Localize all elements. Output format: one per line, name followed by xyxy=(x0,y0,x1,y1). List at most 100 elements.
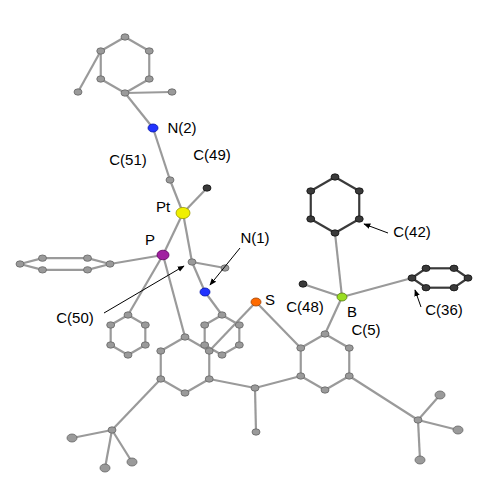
atom-ellipsoid xyxy=(148,124,158,132)
atom-ellipsoid xyxy=(415,456,425,464)
atom-ellipsoid xyxy=(124,312,132,318)
atom-ellipsoid xyxy=(307,216,315,222)
atom-ellipsoid xyxy=(181,390,189,396)
bond xyxy=(78,51,101,92)
atom-label: Pt xyxy=(155,199,171,215)
atom-ellipsoid xyxy=(200,288,210,296)
atom-label: N(1) xyxy=(239,230,270,246)
bond xyxy=(255,376,301,388)
bond xyxy=(100,51,102,79)
atom-ellipsoid xyxy=(141,342,149,348)
atom-label: C(48) xyxy=(285,299,325,315)
atom-ellipsoid xyxy=(145,48,153,54)
atom-ellipsoid xyxy=(218,312,226,318)
bond xyxy=(112,430,132,462)
bond xyxy=(325,297,342,334)
atom-label: C(51) xyxy=(108,152,148,168)
bond xyxy=(358,191,360,219)
atom-label: C(50) xyxy=(55,310,95,326)
atom-ellipsoid xyxy=(355,188,363,194)
atom-ellipsoid xyxy=(145,76,153,82)
atom-ellipsoid xyxy=(235,322,243,328)
atom-ellipsoid xyxy=(201,342,209,348)
atom-ellipsoid xyxy=(39,267,47,273)
atom-ellipsoid xyxy=(107,322,115,328)
atom-ellipsoid xyxy=(345,373,353,379)
atom-ellipsoid xyxy=(121,90,129,96)
leader-arrow xyxy=(364,224,388,233)
bond xyxy=(72,430,112,438)
atom-label: B xyxy=(346,304,358,320)
atom-ellipsoid xyxy=(251,385,259,391)
bond xyxy=(208,351,210,379)
atom-ellipsoid xyxy=(108,427,116,433)
atom-ellipsoid xyxy=(450,265,458,271)
bond xyxy=(303,284,342,297)
atom-ellipsoid xyxy=(205,376,213,382)
atom-ellipsoid xyxy=(100,464,110,472)
atom-ellipsoid xyxy=(297,373,305,379)
atom-ellipsoid xyxy=(464,275,472,281)
bond xyxy=(192,262,225,268)
atom-ellipsoid xyxy=(121,34,129,40)
bond xyxy=(43,257,88,259)
atom-ellipsoid xyxy=(97,76,105,82)
atom-ellipsoid xyxy=(205,348,213,354)
leader-arrow xyxy=(415,290,421,307)
atom-ellipsoid xyxy=(331,230,339,236)
atom-ellipsoid xyxy=(345,345,353,351)
atom-ellipsoid xyxy=(157,348,165,354)
atom-ellipsoid xyxy=(39,255,47,261)
atom-label: N(2) xyxy=(166,120,197,136)
atom-ellipsoid xyxy=(235,342,243,348)
atom-ellipsoid xyxy=(331,174,339,180)
atom-ellipsoid xyxy=(74,89,82,95)
atom-ellipsoid xyxy=(218,352,226,358)
bond xyxy=(148,51,150,79)
atom-ellipsoid xyxy=(201,322,209,328)
bond xyxy=(163,213,183,255)
bond xyxy=(335,233,342,297)
atom-ellipsoid xyxy=(450,284,458,290)
atom-ellipsoid xyxy=(337,293,347,301)
atom-ellipsoid xyxy=(203,185,211,191)
atom-ellipsoid xyxy=(127,458,137,466)
bond xyxy=(110,255,163,264)
bond xyxy=(160,351,162,379)
atom-ellipsoid xyxy=(435,391,445,399)
atom-ellipsoid xyxy=(414,417,422,423)
atom-ellipsoid xyxy=(321,387,329,393)
atom-ellipsoid xyxy=(299,281,307,287)
atom-ellipsoid xyxy=(453,426,463,434)
bond xyxy=(418,420,458,430)
bond xyxy=(105,430,112,468)
bond xyxy=(43,269,88,271)
atom-ellipsoid xyxy=(188,259,196,265)
bond xyxy=(300,348,302,376)
bond xyxy=(342,278,412,297)
atom-ellipsoid xyxy=(107,342,115,348)
bond xyxy=(183,213,192,262)
leader-arrow xyxy=(104,266,184,313)
atom-ellipsoid xyxy=(166,177,174,183)
atom-ellipsoid xyxy=(422,284,430,290)
atom-ellipsoid xyxy=(157,250,169,260)
atom-label: C(42) xyxy=(392,224,432,240)
bond xyxy=(349,376,418,420)
bond xyxy=(128,255,163,315)
atom-ellipsoid xyxy=(141,322,149,328)
bond xyxy=(348,348,350,376)
atom-ellipsoid xyxy=(307,188,315,194)
atom-ellipsoid xyxy=(321,331,329,337)
atom-ellipsoid xyxy=(84,255,92,261)
atom-ellipsoid xyxy=(106,261,114,267)
atom-ellipsoid xyxy=(297,345,305,351)
atom-ellipsoid xyxy=(176,207,190,218)
atom-ellipsoid xyxy=(124,352,132,358)
bond xyxy=(125,93,153,128)
bond xyxy=(209,302,256,351)
atom-label: S xyxy=(264,292,276,308)
atom-ellipsoid xyxy=(355,216,363,222)
